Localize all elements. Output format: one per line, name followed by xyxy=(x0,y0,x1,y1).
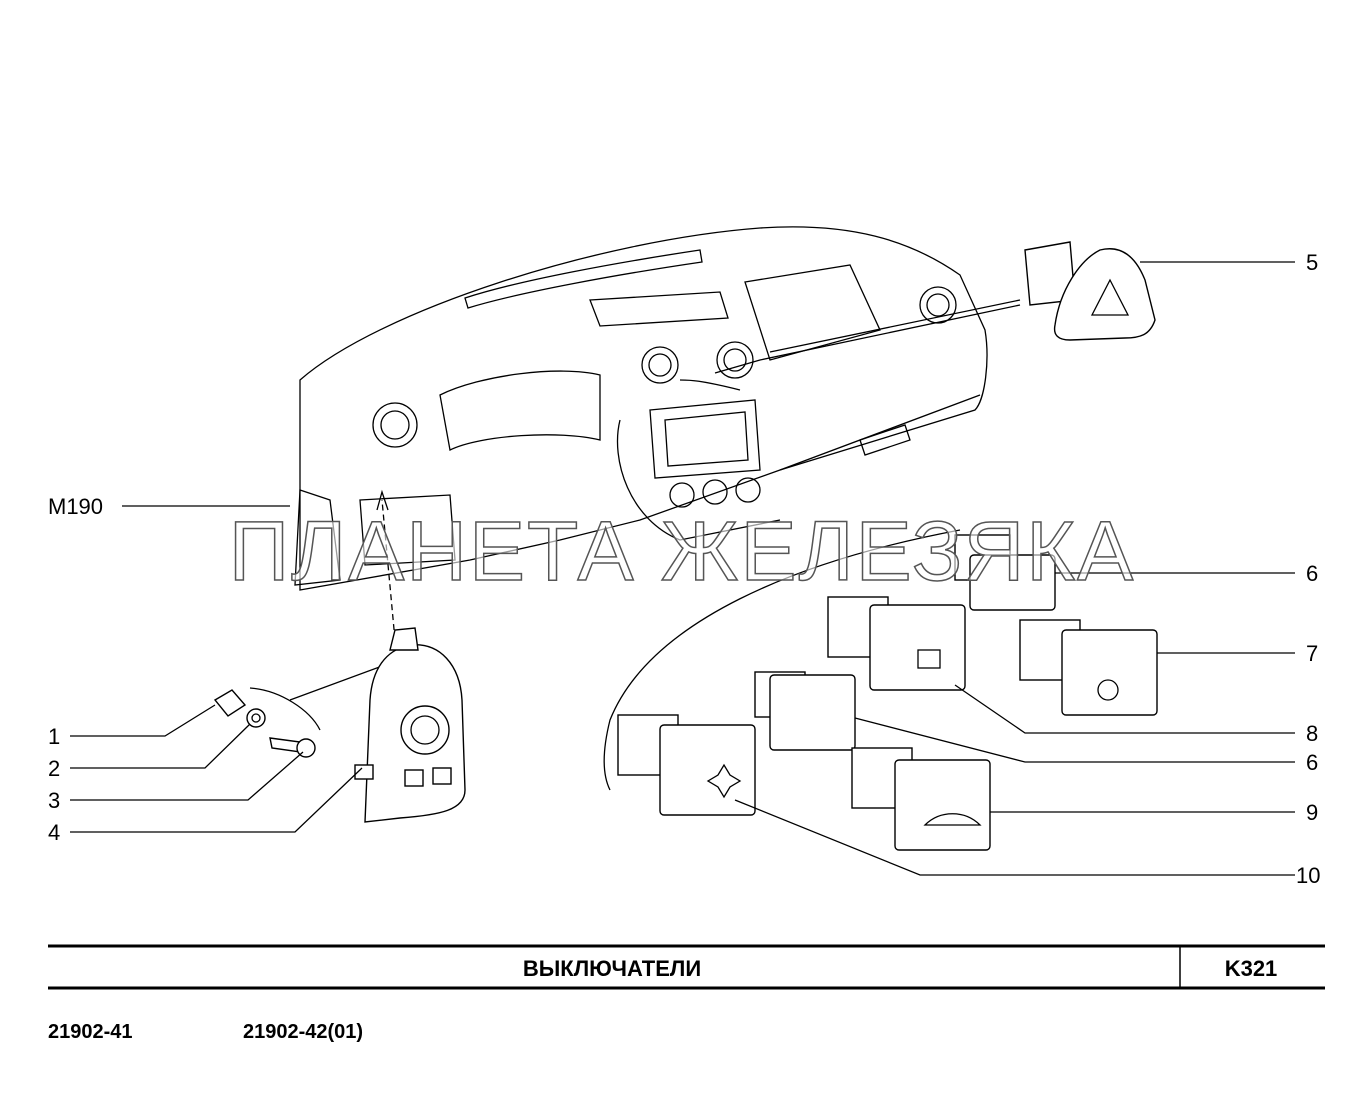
watermark: ПЛАНЕТА ЖЕЛЕЗЯКА xyxy=(229,504,1135,598)
title-block: ВЫКЛЮЧАТЕЛИ K321 21902-41 21902-42(01) xyxy=(48,944,1325,1043)
callout-7: 7 xyxy=(1306,641,1318,666)
part-8-switch xyxy=(827,596,966,691)
model-code: 21902-41 xyxy=(48,1021,133,1043)
callout-6b: 6 xyxy=(1306,750,1318,775)
callout-2: 2 xyxy=(48,756,60,781)
leader-lines xyxy=(70,261,1295,876)
callout-1: 1 xyxy=(48,724,60,749)
part-2-washer xyxy=(246,708,266,728)
part-6-switch-top xyxy=(954,534,1056,611)
callout-m190: M190 xyxy=(48,494,103,519)
part-7-switch xyxy=(1019,619,1158,716)
callout-6a: 6 xyxy=(1306,561,1318,586)
part-6-switch-middle xyxy=(754,671,856,751)
part-3-screw xyxy=(269,737,316,758)
part-4-light-switch xyxy=(354,627,466,823)
callout-3: 3 xyxy=(48,788,60,813)
sheet-title: ВЫКЛЮЧАТЕЛИ xyxy=(523,956,701,981)
model-code: 21902-42(01) xyxy=(243,1021,363,1043)
part-9-switch xyxy=(851,747,991,851)
callout-4: 4 xyxy=(48,820,60,845)
callout-9: 9 xyxy=(1306,800,1318,825)
part-5-hazard-switch xyxy=(1024,241,1156,341)
part-1-clip xyxy=(213,689,247,717)
callout-8: 8 xyxy=(1306,721,1318,746)
callout-10: 10 xyxy=(1296,863,1320,888)
sheet-code: K321 xyxy=(1225,956,1278,981)
callout-5: 5 xyxy=(1306,250,1318,275)
part-10-switch xyxy=(617,714,756,816)
dashboard-drawing xyxy=(294,226,988,591)
